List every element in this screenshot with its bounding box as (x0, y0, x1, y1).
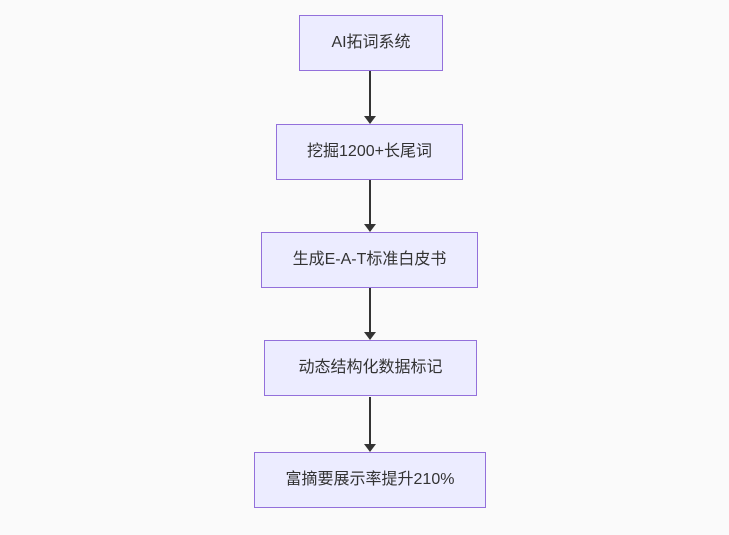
flow-node-ai-keyword-system: AI拓词系统 (299, 15, 443, 71)
flow-node-label: AI拓词系统 (331, 34, 411, 52)
flow-node-longtail-mining: 挖掘1200+长尾词 (276, 124, 463, 180)
flow-node-label: 生成E-A-T标准白皮书 (292, 251, 447, 269)
flow-node-eat-whitepaper: 生成E-A-T标准白皮书 (261, 232, 478, 288)
flow-node-structured-data-markup: 动态结构化数据标记 (264, 340, 477, 396)
flow-node-rich-snippet-result: 富摘要展示率提升210% (254, 452, 486, 508)
flow-node-label: 富摘要展示率提升210% (285, 471, 455, 489)
arrow-down-connector (364, 288, 376, 340)
flow-node-label: 动态结构化数据标记 (298, 359, 443, 377)
flow-node-label: 挖掘1200+长尾词 (307, 143, 432, 161)
arrow-down-connector (364, 397, 376, 452)
arrow-down-connector (364, 71, 376, 124)
arrow-down-connector (364, 180, 376, 232)
